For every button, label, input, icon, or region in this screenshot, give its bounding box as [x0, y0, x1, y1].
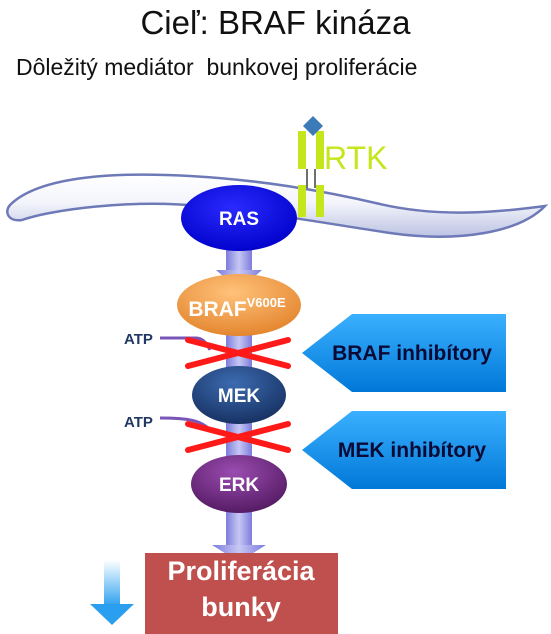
braf-node: [177, 274, 301, 336]
mek-inhibitor-arrow: [302, 411, 506, 489]
page-subtitle: Dôležitý mediátor bunkovej proliferácie: [16, 54, 418, 80]
atp-label-braf: ATP: [124, 331, 153, 348]
braf-label: BRAFV600E: [188, 295, 286, 321]
ras-node: [181, 185, 297, 251]
page-title: Cieľ: BRAF kináza: [140, 4, 411, 41]
ras-label: RAS: [219, 209, 259, 230]
braf-mutation-superscript: V600E: [247, 295, 286, 310]
mek-node: [192, 366, 286, 424]
rtk-receptor: [298, 116, 324, 217]
atp-label-mek: ATP: [124, 414, 153, 431]
mek-label: MEK: [218, 386, 261, 407]
mek-inhibitor-label: MEK inhibítory: [338, 439, 486, 462]
braf-inhibitor-arrow: [302, 314, 506, 392]
down-arrow-icon: [90, 560, 134, 625]
braf-inhibitor-label: BRAF inhibítory: [332, 342, 492, 365]
ligand-diamond-icon: [303, 116, 323, 136]
erk-label: ERK: [219, 475, 259, 496]
proliferation-label-line1: Proliferácia: [167, 556, 315, 586]
inhibition-cross-mek: [185, 421, 291, 453]
proliferation-box: [145, 553, 338, 634]
inhibition-cross-braf: [185, 337, 291, 369]
braf-label-main: BRAF: [188, 298, 246, 321]
erk-node: [191, 455, 287, 513]
proliferation-label-line2: bunky: [201, 592, 281, 622]
rtk-label: RTK: [324, 140, 387, 176]
